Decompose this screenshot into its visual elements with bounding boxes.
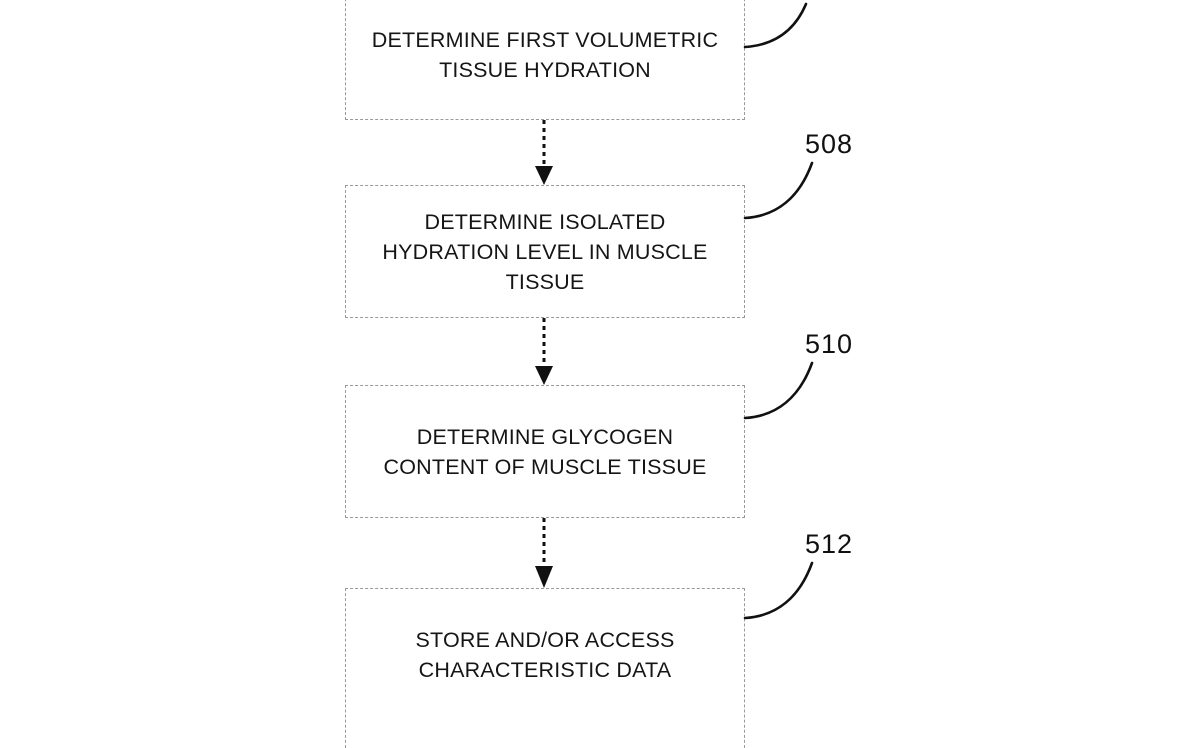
process-box-determine-isolated-hydration-level: DETERMINE ISOLATED HYDRATION LEVEL IN MU… [345, 185, 745, 318]
flow-arrow-glycogen-to-store [535, 518, 553, 588]
process-box-determine-glycogen-content: DETERMINE GLYCOGEN CONTENT OF MUSCLE TIS… [345, 385, 745, 518]
process-box-label: STORE AND/OR ACCESS CHARACTERISTIC DATA [415, 627, 675, 682]
reference-numeral-508: 508 [805, 129, 854, 159]
process-box-label: DETERMINE GLYCOGEN CONTENT OF MUSCLE TIS… [383, 424, 707, 479]
leader-line-508 [743, 161, 814, 220]
leader-line-510 [743, 361, 814, 420]
process-box-label: DETERMINE ISOLATED HYDRATION LEVEL IN MU… [382, 209, 708, 294]
flow-arrow-isolated-to-glycogen [535, 318, 553, 385]
flow-arrow-hydration-to-isolated [535, 120, 553, 185]
process-box-label: DETERMINE FIRST VOLUMETRIC TISSUE HYDRAT… [371, 27, 719, 82]
patent-figure-canvas: DETERMINE FIRST VOLUMETRIC TISSUE HYDRAT… [345, 0, 854, 748]
arrow-head [535, 366, 553, 385]
arrow-head [535, 566, 553, 588]
leader-line-cropped-top [743, 2, 808, 49]
reference-numeral-512: 512 [805, 529, 854, 559]
reference-numeral-510: 510 [805, 329, 854, 359]
leader-line-512 [743, 561, 814, 620]
process-box-store-and-or-access-characteristic-data: STORE AND/OR ACCESS CHARACTERISTIC DATA [345, 588, 745, 748]
arrow-head [535, 166, 553, 185]
process-box-determine-first-volumetric-tissue-hydration: DETERMINE FIRST VOLUMETRIC TISSUE HYDRAT… [345, 0, 745, 120]
